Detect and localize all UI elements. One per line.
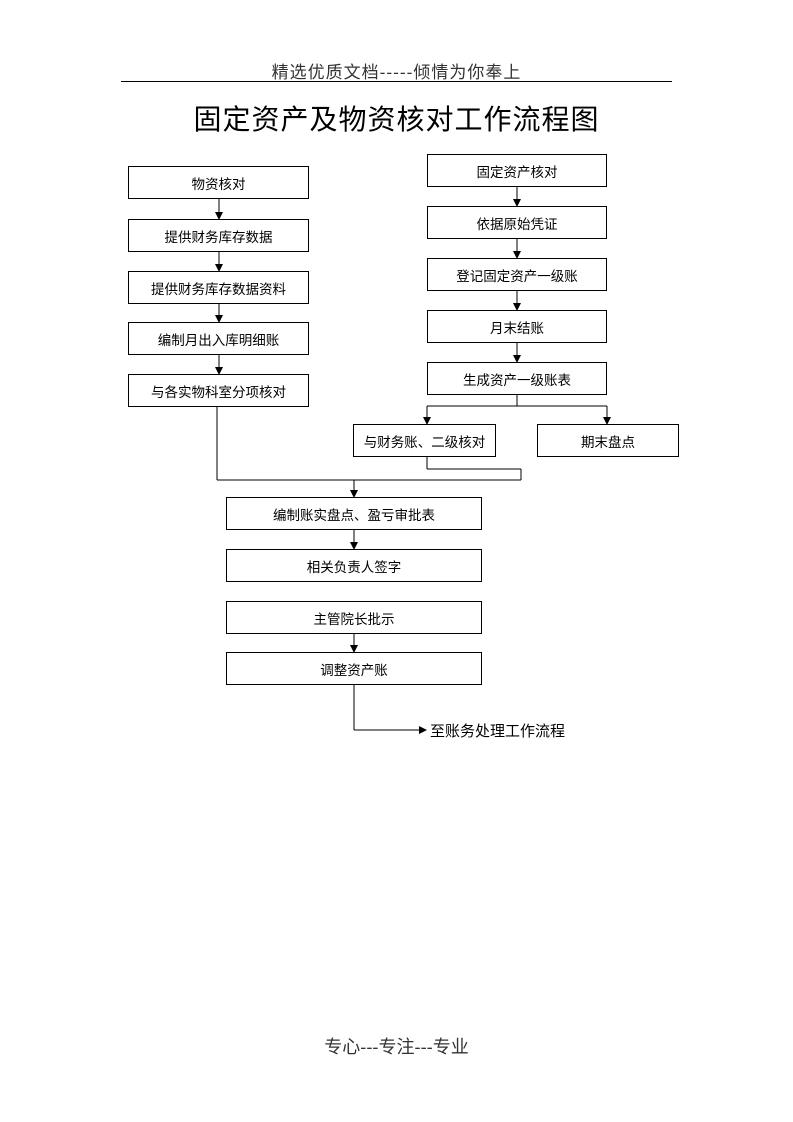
flow-box-fixed-asset-check: 固定资产核对: [427, 154, 607, 187]
flow-box-generate-asset-table: 生成资产一级账表: [427, 362, 607, 395]
exit-label: 至账务处理工作流程: [430, 722, 566, 740]
flow-box-approval-form: 编制账实盘点、盈亏审批表: [226, 497, 482, 530]
flow-box-reconcile-ledgers: 与财务账、二级核对: [353, 424, 496, 457]
flow-box-monthly-ledger: 编制月出入库明细账: [128, 322, 309, 355]
header-divider: [121, 81, 672, 82]
flow-box-period-end-count: 期末盘点: [537, 424, 679, 457]
flow-box-original-voucher: 依据原始凭证: [427, 206, 607, 239]
page-header: 精选优质文档-----倾情为你奉上: [271, 63, 522, 83]
page-footer: 专心---专注---专业: [324, 1037, 469, 1058]
flow-box-adjust-accounts: 调整资产账: [226, 652, 482, 685]
diagram-title: 固定资产及物资核对工作流程图: [193, 103, 600, 136]
flow-box-signature: 相关负责人签字: [226, 549, 482, 582]
flow-box-provide-inventory-data: 提供财务库存数据: [128, 219, 309, 252]
flow-box-director-approval: 主管院长批示: [226, 601, 482, 634]
flow-box-department-check: 与各实物科室分项核对: [128, 374, 309, 407]
flow-box-register-ledger: 登记固定资产一级账: [427, 258, 607, 291]
flow-box-provide-inventory-materials: 提供财务库存数据资料: [128, 271, 309, 304]
flow-box-month-end-close: 月末结账: [427, 310, 607, 343]
flow-box-material-check: 物资核对: [128, 166, 309, 199]
